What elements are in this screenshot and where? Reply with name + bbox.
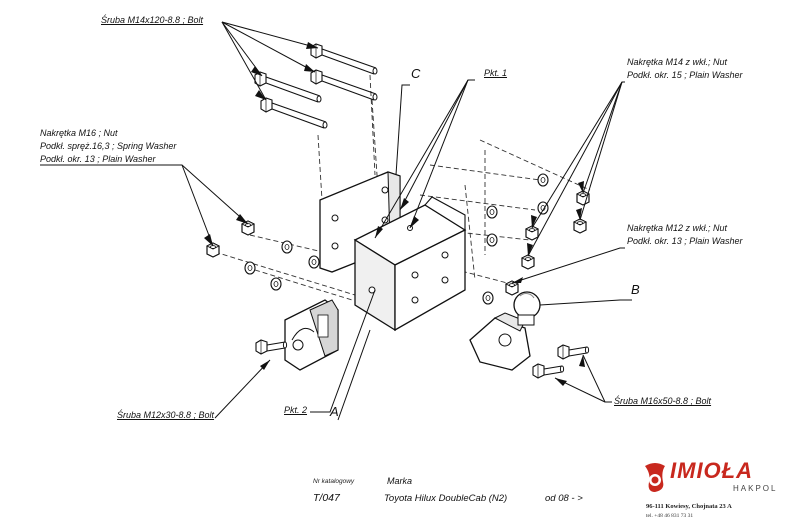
nut-m14-3 (525, 225, 539, 241)
part-letter-c: C (411, 66, 421, 81)
callout-bolt-m12: Śruba M12x30-8.8 ; Bolt (117, 410, 215, 420)
arrowheads (204, 42, 585, 386)
logo-subtitle: HAKPOL (733, 484, 778, 493)
bolt-m12 (255, 339, 288, 355)
bracket-a (353, 196, 467, 332)
logo-name: IMIOŁA (670, 458, 753, 483)
bolt-m14-2 (310, 69, 378, 101)
nut-m14-4 (521, 254, 535, 270)
callout-nut-m16-line1: Nakrętka M16 ; Nut (40, 128, 118, 138)
washer-m14-4 (486, 233, 498, 247)
nut-m16-1 (241, 220, 255, 236)
callout-nut-m14-line1: Nakrętka M14 z wkł.; Nut (627, 57, 728, 67)
callout-nut-m12-line1: Nakrętka M12 z wkł.; Nut (627, 223, 728, 233)
hitch-ball-b (469, 291, 541, 371)
washer-m12 (482, 291, 494, 305)
company-phone: tel. +48 46 831 73 31 (646, 513, 694, 519)
socket-plate (284, 299, 339, 371)
vehicle-year: od 08 - > (545, 493, 583, 504)
washer-m16-2 (308, 255, 320, 269)
callout-nut-m12-line2: Podkł. okr. 13 ; Plain Washer (627, 236, 743, 246)
catalog-label: Nr katalogowy (313, 478, 355, 485)
nut-m14-2 (573, 218, 587, 234)
bolt-m16-2 (532, 363, 565, 379)
part-letter-a: A (330, 404, 339, 419)
washer-m16-1 (281, 240, 293, 254)
nut-m12 (505, 280, 519, 296)
bolt-m14-1 (310, 43, 378, 75)
washer-m16-4 (270, 277, 282, 291)
bolt-m14-4 (260, 97, 328, 129)
callout-pkt1: Pkt. 1 (484, 68, 508, 78)
washer-m16-3 (244, 261, 256, 275)
callout-pkt2: Pkt. 2 (284, 405, 308, 415)
leader-lines (40, 21, 632, 421)
part-letter-b: B (631, 282, 640, 297)
callout-nut-m16-line3: Podkł. okr. 13 ; Plain Washer (40, 154, 156, 164)
brand-label: Marka (387, 476, 413, 486)
hakpol-logo-icon (645, 463, 665, 492)
company-address: 96-111 Kowiesy, Chojnata 23 A (646, 503, 732, 510)
washer-m14-1 (537, 173, 549, 187)
callout-nut-m14-line2: Podkł. okr. 15 ; Plain Washer (627, 70, 743, 80)
washer-m14-3 (486, 205, 498, 219)
vehicle-name: Toyota Hilux DoubleCab (N2) (384, 493, 508, 504)
catalog-value: T/047 (313, 492, 340, 504)
callout-bolt-m14: Śruba M14x120-8.8 ; Bolt (101, 15, 204, 25)
callout-bolt-m16: Śruba M16x50-8.8 ; Bolt (614, 396, 712, 406)
callout-nut-m16-line2: Podkł. spręż.16,3 ; Spring Washer (40, 141, 177, 151)
